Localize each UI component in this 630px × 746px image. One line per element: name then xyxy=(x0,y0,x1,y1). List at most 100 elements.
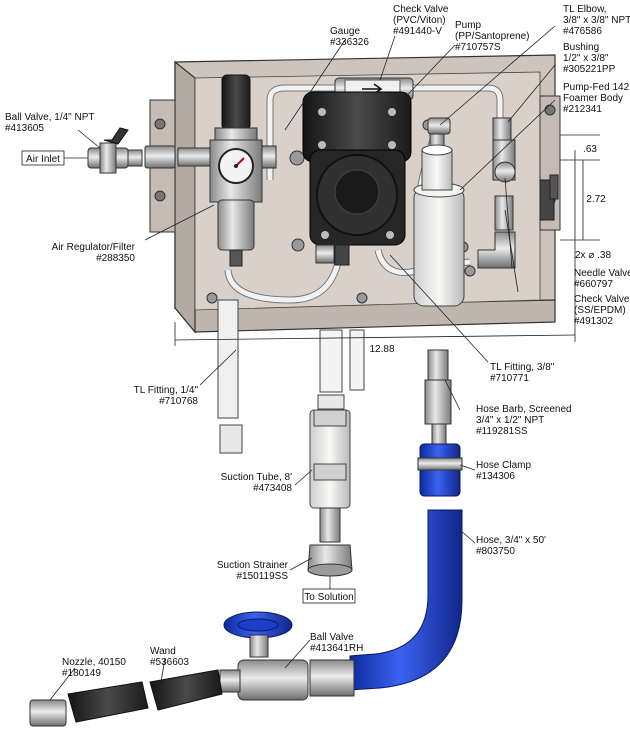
callout-line: 3/8" x 3/8" NPT xyxy=(563,15,630,26)
hose-assembly xyxy=(309,349,463,697)
callout-line: #536603 xyxy=(150,657,189,668)
dimension-lines xyxy=(174,134,600,346)
callout-gauge: Gauge#336326 xyxy=(330,26,369,48)
callout-line: (PP/Santoprene) xyxy=(455,31,530,42)
callout-line: #710757S xyxy=(455,42,501,53)
regulator-right-port xyxy=(261,145,277,169)
check-valve-ss xyxy=(494,195,514,231)
callout-ball-valve-rh: Ball Valve#413641RH xyxy=(310,632,363,654)
callout-layer: Check Valve(PVC/Viton)#491440-VGauge#336… xyxy=(5,4,630,679)
nozzle xyxy=(29,699,67,727)
callout-line: Nozzle, 40150 xyxy=(62,657,126,668)
pump-diaphragm-inner xyxy=(334,169,380,215)
callout-line: TL Elbow, xyxy=(563,4,607,15)
ball-valve-handle xyxy=(103,127,129,145)
callout-line: #803750 xyxy=(476,546,515,557)
callout-line: Gauge xyxy=(330,26,360,37)
callout-line: Hose, 3/4" x 50' xyxy=(476,535,546,546)
dim-top-offset: .63 xyxy=(583,144,597,155)
callout-wand: Wand#536603 xyxy=(150,646,189,668)
callout-tl-fitting-38: TL Fitting, 3/8"#710771 xyxy=(490,362,555,384)
callout-line: #491440-V xyxy=(393,26,442,37)
callout-line: #180149 xyxy=(62,668,101,679)
callout-line: 1/2" x 3/8" xyxy=(563,53,609,64)
dim-hole-dia: 2x ⌀ .38 xyxy=(575,250,611,261)
hose-barb xyxy=(427,349,449,381)
callout-line: Wand xyxy=(150,646,176,657)
hose-clamp xyxy=(417,457,463,471)
callout-line: #288350 xyxy=(96,253,135,264)
pump-inlet xyxy=(315,244,335,264)
callout-ball-valve-quarter: Ball Valve, 1/4" NPT#413605 xyxy=(5,112,95,134)
callout-line: #710768 xyxy=(159,396,198,407)
air-regulator-filter xyxy=(209,74,277,267)
callout-line: (PVC/Viton) xyxy=(393,15,446,26)
back-hole-2 xyxy=(291,238,305,252)
callout-line: Check Valve xyxy=(393,4,449,15)
callout-check-valve-ss: Check Valve(SS/EPDM)#491302 xyxy=(574,294,630,327)
callout-line: TL Fitting, 3/8" xyxy=(490,362,555,373)
wand-right xyxy=(149,669,223,711)
callout-suction-strainer: Suction Strainer#150119SS xyxy=(217,560,289,582)
callout-line: #710771 xyxy=(490,373,529,384)
gauge-hub xyxy=(234,164,238,168)
callout-nozzle: Nozzle, 40150#180149 xyxy=(62,657,126,679)
callout-hose: Hose, 3/4" x 50'#803750 xyxy=(476,535,546,557)
callout-line: #134306 xyxy=(476,471,515,482)
tl-fitting-quarter xyxy=(219,424,243,454)
callout-line: (SS/EPDM) xyxy=(574,305,626,316)
left-flange-hole-bottom xyxy=(154,190,166,202)
callout-line: Check Valve xyxy=(574,294,630,305)
callout-check-valve-top: Check Valve(PVC/Viton)#491440-V xyxy=(393,4,449,37)
callout-line: Suction Tube, 8' xyxy=(221,472,292,483)
callout-line: #413641RH xyxy=(310,643,363,654)
suction-barb xyxy=(319,507,341,543)
callout-line: #476586 xyxy=(563,26,602,37)
regulator-bowl xyxy=(217,199,255,251)
callout-line: #305221PP xyxy=(563,64,616,75)
dim-width: 12.88 xyxy=(369,344,394,355)
callout-line: Bushing xyxy=(563,42,599,53)
callout-line: #212341 xyxy=(563,104,602,115)
wand-left xyxy=(67,681,149,723)
callout-line: #413605 xyxy=(5,123,44,134)
callout-line: #491302 xyxy=(574,316,613,327)
left-flange-hole-top xyxy=(154,118,166,130)
pump xyxy=(302,91,412,266)
callout-line: Foamer Body xyxy=(563,93,623,104)
callout-line: #660797 xyxy=(574,279,613,290)
callout-line: Hose Barb, Screened xyxy=(476,404,572,415)
to-solution-label: To Solution xyxy=(302,576,356,604)
callout-line: 3/4" x 1/2" NPT xyxy=(476,415,544,426)
suction-tube xyxy=(217,299,365,577)
callout-line: TL Fitting, 1/4" xyxy=(134,385,199,396)
callout-tl-fitting-14: TL Fitting, 1/4"#710768 xyxy=(134,385,199,407)
callout-line: Ball Valve, 1/4" NPT xyxy=(5,112,95,123)
enclosure-left-side xyxy=(174,60,196,334)
to-solution-text: To Solution xyxy=(304,592,353,603)
leader-lines xyxy=(49,25,556,701)
nipple-fitting xyxy=(144,145,176,169)
callout-line: #473408 xyxy=(253,483,292,494)
callout-line: #119281SS xyxy=(476,426,528,437)
callout-line: Needle Valve xyxy=(574,268,630,279)
callout-line: Suction Strainer xyxy=(217,560,289,571)
wand-assembly xyxy=(29,611,309,727)
callout-line: Hose Clamp xyxy=(476,460,531,471)
callout-line: #150119SS xyxy=(236,571,288,582)
ball-valve-quarter xyxy=(87,127,211,174)
callout-hose-clamp: Hose Clamp#134306 xyxy=(476,460,531,482)
ball-valve-rh-body xyxy=(237,659,309,701)
dim-hole-spacing: 2.72 xyxy=(586,194,606,205)
callout-line: Pump-Fed 142 xyxy=(563,82,630,93)
hose-lower xyxy=(349,509,463,691)
back-hole-4 xyxy=(356,292,368,304)
air-inlet-text: Air Inlet xyxy=(26,154,60,165)
back-hole-6 xyxy=(464,265,476,277)
foamer-body xyxy=(413,144,465,307)
callout-pump: Pump(PP/Santoprene)#710757S xyxy=(455,20,530,53)
callout-line: Ball Valve xyxy=(310,632,354,643)
